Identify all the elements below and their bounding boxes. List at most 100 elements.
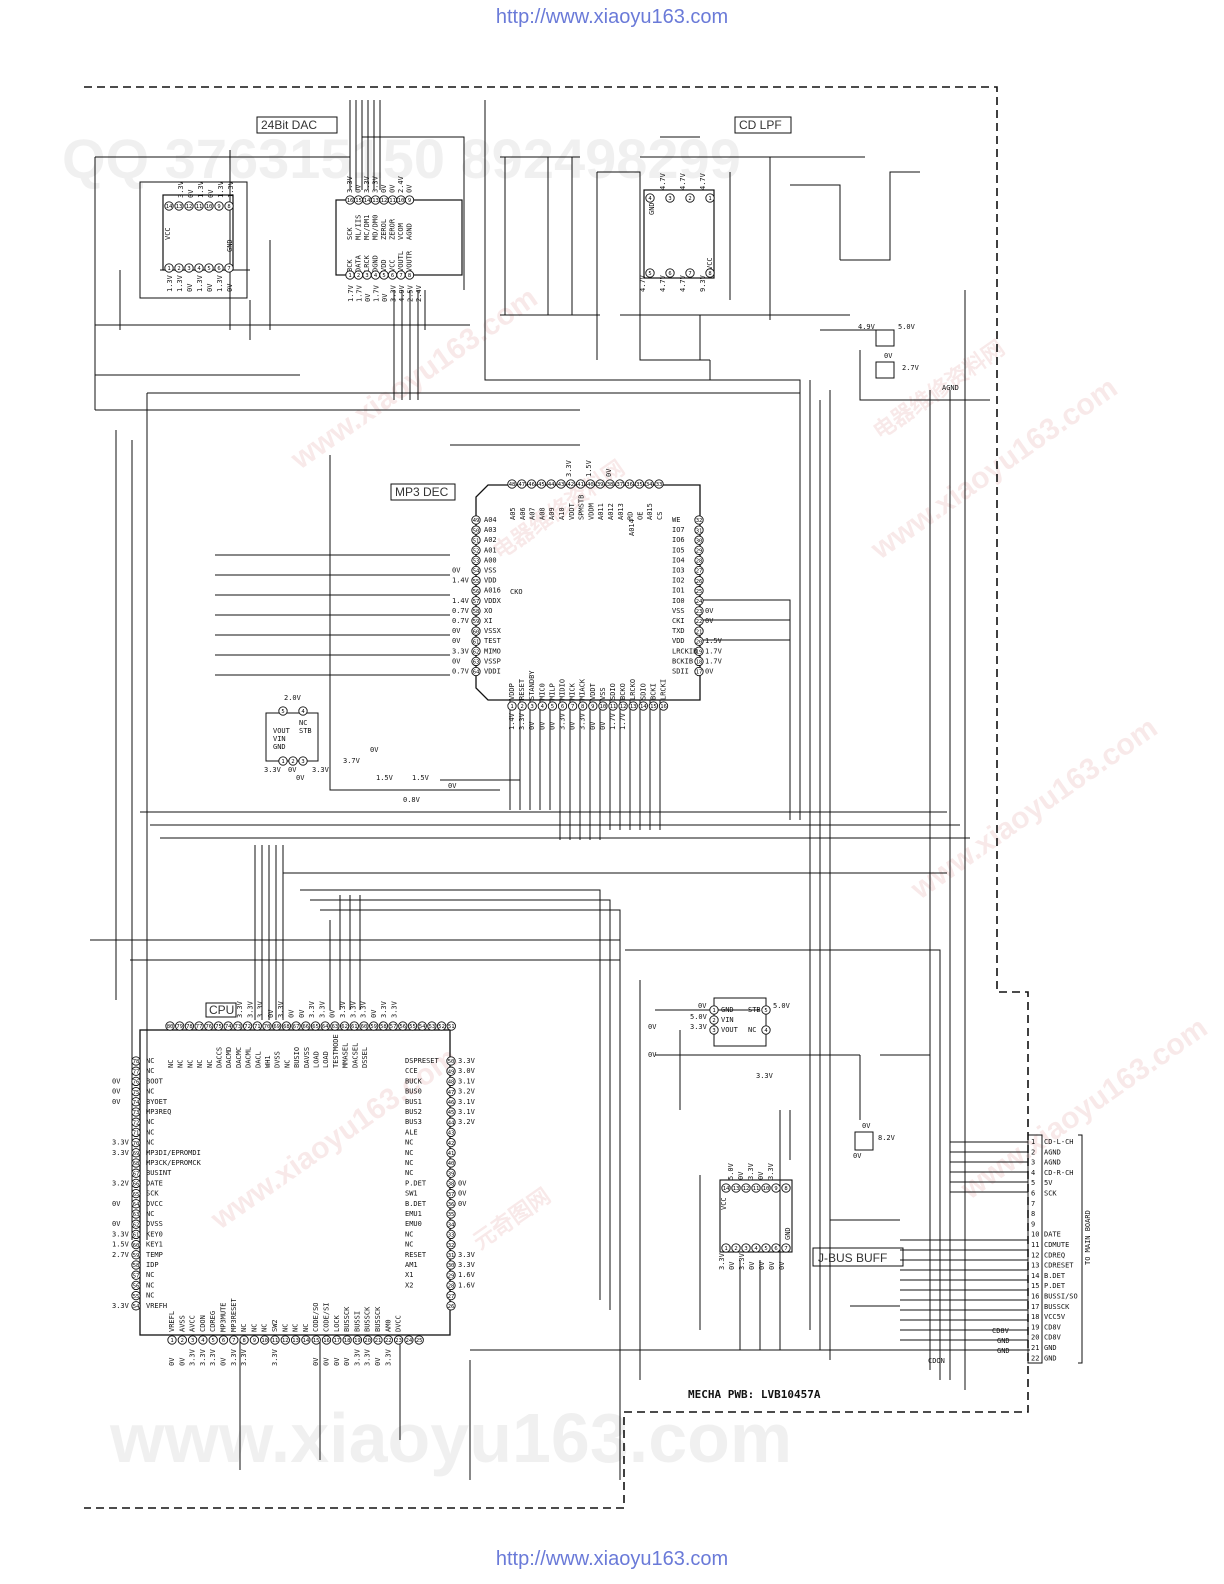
connector-name: B.DET [1044, 1272, 1066, 1280]
cpu-pin-72 [242, 1021, 253, 1031]
mp3-pin-45-number: 45 [538, 482, 545, 488]
cpu-right-volt: 3.1V [458, 1077, 476, 1085]
cpu-left-volt: 3.2V [112, 1179, 130, 1187]
cpu-pin-65 [131, 1188, 141, 1199]
cpu-pin-74-number: 74 [133, 1100, 140, 1106]
mp3-pin-35 [634, 479, 645, 489]
u2-pin-16-number: 16 [347, 198, 354, 204]
lpf-title: CD LPF [739, 118, 782, 132]
footer-url[interactable]: http://www.xiaoyu163.com [495, 1548, 729, 1570]
mp3-left-volt: 0.7V [452, 617, 470, 625]
jb-reg-pin-3 [709, 1025, 719, 1035]
mp3-pin-60-number: 60 [473, 629, 480, 635]
mp3-top-name: OE [636, 512, 644, 520]
connector-name: 5V [1044, 1179, 1053, 1187]
cpu-right-volt: 3.2V [458, 1088, 476, 1096]
cpu-pin-54 [131, 1301, 141, 1311]
mp3-pin-26 [694, 575, 704, 586]
mp3-pin-59 [471, 616, 481, 626]
mp3-right-name: WE [672, 516, 680, 524]
cpu-pin-12-number: 12 [282, 1338, 289, 1344]
connector-pin-7: 7 [1031, 1200, 1035, 1208]
mp3-right-name: IO4 [672, 556, 685, 564]
cpu-pin-79-number: 79 [176, 1024, 183, 1030]
mp3-left-name: VDDI [484, 668, 501, 676]
header-url[interactable]: http://www.xiaoyu163.com [495, 6, 729, 28]
cpu-pin-64 [320, 1021, 330, 1031]
u2-top-name: AGND [406, 223, 414, 240]
cpu-right-name: CCE [405, 1067, 418, 1075]
jbuf-bottom-volt: 0V [768, 1261, 776, 1270]
cpu-pin-67-number: 67 [293, 1024, 300, 1030]
connector-pin-10: 10 [1031, 1231, 1039, 1239]
jb-reg-pin-3-number: 3 [712, 1028, 715, 1034]
connector-pin-22: 22 [1031, 1354, 1039, 1362]
cpu-pin-47 [446, 1086, 456, 1097]
cpu-pin-71 [131, 1127, 141, 1138]
cpu-left-name: KEY0 [146, 1230, 163, 1238]
mp3-pin-35-number: 35 [636, 482, 643, 488]
connector-pin-8: 8 [1031, 1210, 1035, 1218]
watermark-site-5: www.xiaoyu163.com [954, 1011, 1213, 1206]
mp3-top-name: SPMSTB [578, 495, 586, 520]
connector-pin-11: 11 [1031, 1241, 1039, 1249]
mp3-pin-38 [605, 479, 615, 489]
cpu-right-name: NC [405, 1230, 413, 1238]
jb-reg-name: GND [721, 1006, 734, 1014]
cpu-pin-66-number: 66 [302, 1024, 309, 1030]
lpf-top-volt: 4.7V [659, 172, 667, 190]
connector-name: SCK [1044, 1190, 1057, 1198]
mp3-title-box [390, 483, 456, 501]
mp3-pin-6-number: 6 [561, 704, 564, 710]
cpu-pin-19 [352, 1335, 363, 1345]
jbuf-pin-4 [751, 1243, 761, 1253]
q8-volt: 0V [853, 1152, 862, 1160]
mp3-bottom-volt: 1.7V [609, 712, 617, 730]
mp3-right-volt: 0V [705, 607, 714, 615]
mp3-pin-22 [694, 616, 704, 626]
connector-pin-3: 3 [1031, 1159, 1035, 1167]
cpu-pin-39-number: 39 [448, 1171, 455, 1177]
connector-name: AGND [1044, 1159, 1061, 1167]
jb-reg-volt: 0V [648, 1051, 657, 1059]
mp3-pin-43-number: 43 [558, 482, 565, 488]
cpu-top-name: DACMD [225, 1047, 233, 1068]
cpu-left-name: MP3DI/EPROMDI [146, 1149, 201, 1157]
cpu-bottom-name: AVCC [189, 1315, 197, 1332]
reg-bottom-volt: 3.3V [264, 766, 282, 774]
mp3-pin-24 [694, 596, 704, 606]
cpu-pin-71-number: 71 [254, 1024, 261, 1030]
connector-pin-19: 19 [1031, 1323, 1039, 1331]
cpu-pin-19-number: 19 [354, 1338, 361, 1344]
cpu-pin-55-number: 55 [133, 1294, 140, 1300]
mp3-right-name: VSS [672, 607, 685, 615]
cpu-pin-31-number: 31 [448, 1253, 455, 1259]
lpf-top-volt: 4.7V [679, 172, 687, 190]
mp3-left-name: MIMO [484, 647, 501, 655]
u2-top-name: ZEROR [389, 218, 397, 240]
mp3-pin-16 [658, 701, 669, 711]
watermark-layer: QQ 376315150 892498299 www.xiaoyu163.com… [62, 127, 1213, 1477]
mp3-pin-29-number: 29 [696, 549, 703, 555]
cpu-left-name: SCK [146, 1190, 159, 1198]
lpf-pin-5-number: 5 [648, 271, 651, 277]
mp3-pin-17-number: 17 [696, 670, 703, 676]
mp3-left-volt: 1.4V [452, 577, 470, 585]
cpu-pin-23-number: 23 [395, 1338, 402, 1344]
mp3-pin-46-number: 46 [528, 482, 535, 488]
cpu-pin-10 [260, 1335, 270, 1345]
u2-bottom-volt: 1.7V [347, 284, 355, 302]
u2-pin-10-number: 10 [398, 198, 405, 204]
cpu-pin-75 [131, 1086, 141, 1097]
mp3-pin-37 [615, 479, 625, 489]
cpu-pin-57 [131, 1270, 141, 1280]
mp3-pin-10 [598, 701, 608, 711]
cpu-left-volt: 2.7V [112, 1251, 130, 1259]
cpu-pin-63-number: 63 [332, 1024, 339, 1030]
cpu-right-volt: 3.3V [458, 1261, 476, 1269]
cpu-left-volt: 0V [112, 1088, 121, 1096]
cpu-pin-44-number: 44 [448, 1120, 455, 1126]
jbuf-bottom-volt: 3.3V [738, 1252, 746, 1270]
dac-pin-3 [184, 263, 194, 273]
cpu-pin-27-number: 27 [448, 1294, 455, 1300]
